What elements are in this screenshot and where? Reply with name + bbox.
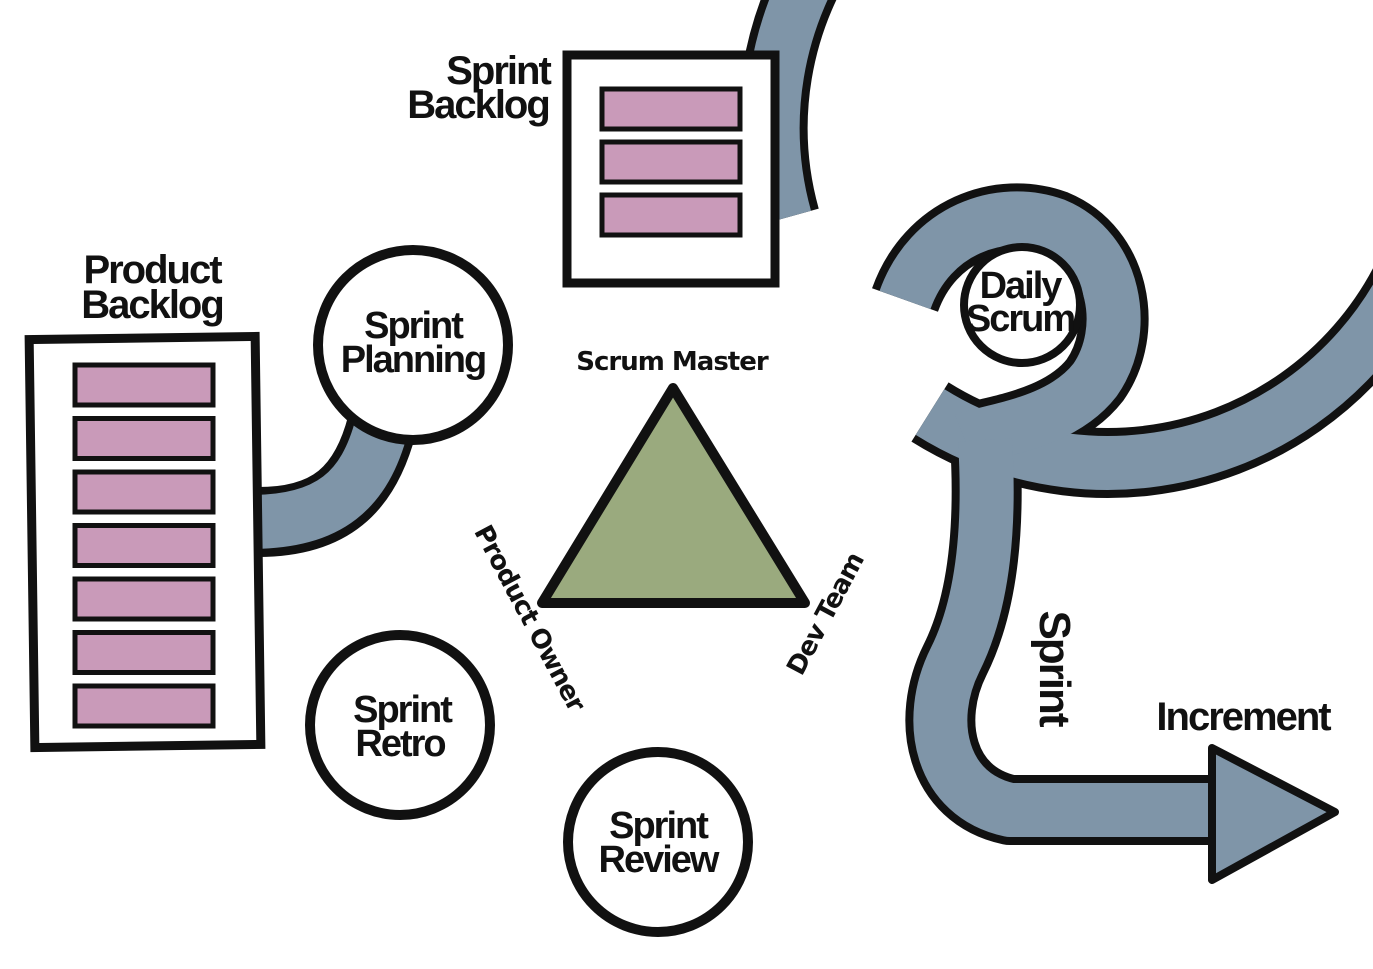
sprint-backlog-item <box>599 192 743 238</box>
sprint-backlog-item <box>599 86 743 132</box>
sprint-label: Sprint <box>1030 610 1079 727</box>
backlog-connector <box>249 417 409 549</box>
product-backlog-item <box>72 523 216 568</box>
sprint-planning-circle <box>313 245 513 445</box>
daily-loop <box>879 191 1141 466</box>
increment-arrow-head <box>1208 744 1339 884</box>
scrum-team-triangle-group: Scrum Master Product Owner Dev Team <box>468 347 871 717</box>
sprint-planning-event: Sprint Planning <box>313 245 513 445</box>
product-backlog-item <box>72 576 216 622</box>
sprint-review-circle <box>563 747 753 937</box>
product-backlog-title-line2: Backlog <box>81 283 223 327</box>
scrum-team-triangle <box>537 383 810 608</box>
sprint-review-label-line1: Sprint <box>609 805 709 847</box>
dev-team-label: Dev Team <box>781 548 870 680</box>
sprint-retro-event: Sprint Retro <box>305 630 495 820</box>
sprint-backlog-items <box>599 86 743 238</box>
sprint-retro-label-line2: Retro <box>355 723 445 765</box>
sprint-retro-circle <box>305 630 495 820</box>
product-backlog-item <box>72 362 216 408</box>
scrum-master-label: Scrum Master <box>576 347 769 377</box>
daily-scrum-label-line1: Daily <box>980 265 1063 307</box>
sprint-retro-label-line1: Sprint <box>353 689 453 731</box>
product-backlog-item <box>72 683 216 729</box>
sprint-backlog: Sprint Backlog <box>407 49 780 288</box>
sprint-review-event: Sprint Review <box>563 747 753 937</box>
sprint-backlog-title-line2: Backlog <box>407 83 549 127</box>
daily-scrum-event: Daily Scrum <box>960 243 1084 367</box>
sprint-planning-label-line2: Planning <box>341 339 485 381</box>
sprint-backlog-item <box>599 139 743 185</box>
sprint-planning-label-line1: Sprint <box>364 305 464 347</box>
product-backlog-item <box>72 416 216 461</box>
product-backlog-title-line1: Product <box>83 248 222 292</box>
sprint-review-label-line2: Review <box>599 839 720 881</box>
cycle-ring <box>745 0 1373 490</box>
increment-label: Increment <box>1156 695 1331 739</box>
product-backlog: Product Backlog <box>24 248 266 753</box>
sprint-cycle-flow <box>249 0 1373 845</box>
daily-scrum-label-line2: Scrum <box>966 298 1074 340</box>
product-backlog-item <box>72 630 216 675</box>
increment-branch <box>913 438 1222 837</box>
product-backlog-items <box>72 362 216 729</box>
sprint-backlog-title-line1: Sprint <box>446 49 551 93</box>
product-backlog-item <box>72 469 216 515</box>
daily-scrum-circle <box>960 243 1084 367</box>
